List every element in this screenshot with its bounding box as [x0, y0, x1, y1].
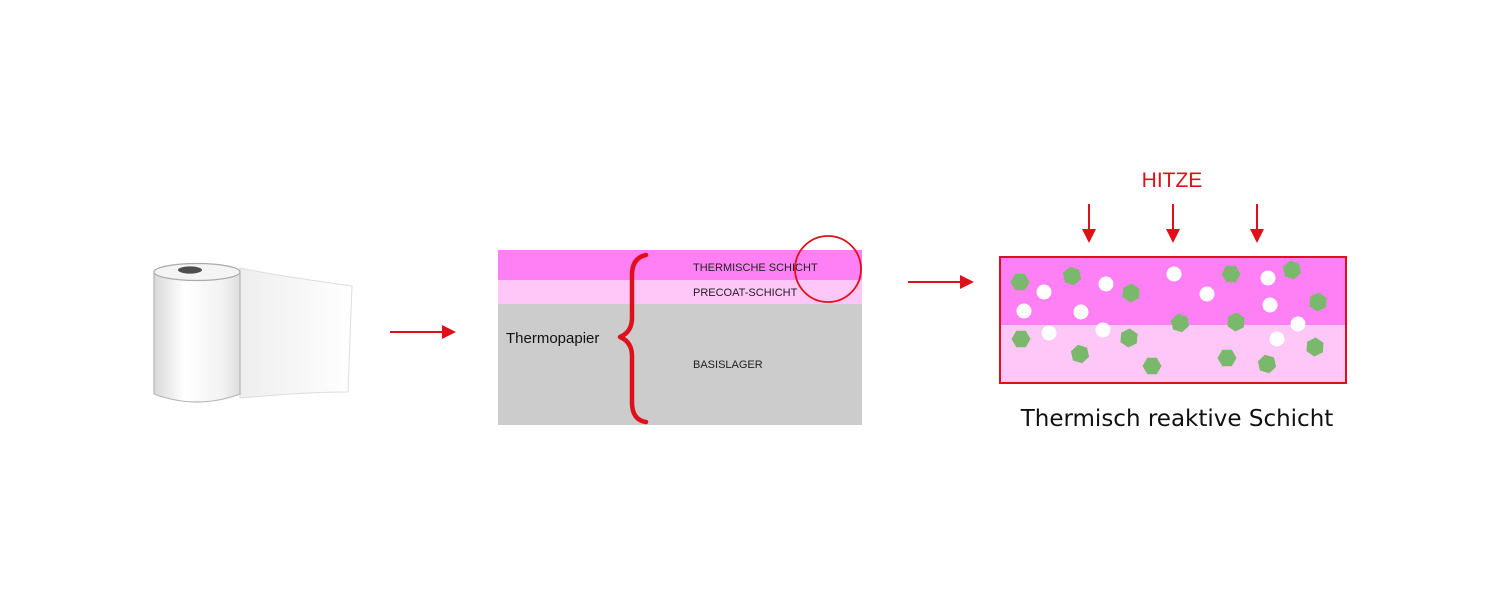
- layer-stack: THERMISCHE SCHICHT PRECOAT-SCHICHT BASIS…: [498, 235, 862, 425]
- arrow-down-icon: [1166, 204, 1180, 243]
- base-layer: [498, 304, 862, 425]
- green-particle: [1011, 330, 1031, 348]
- white-particle: [1016, 303, 1032, 319]
- green-particle: [1170, 313, 1190, 333]
- white-particle: [1262, 297, 1278, 313]
- reactive-caption: Thermisch reaktive Schicht: [1020, 406, 1334, 432]
- white-particle: [1260, 270, 1276, 286]
- arrow-down-icon: [1250, 204, 1264, 243]
- green-particle: [1120, 328, 1138, 348]
- green-particle: [1309, 292, 1327, 312]
- white-particle: [1098, 276, 1114, 292]
- curly-brace: [617, 252, 649, 425]
- arrow-right-icon: [390, 325, 456, 339]
- zoom-circle-icon: [794, 235, 862, 303]
- green-particle: [1142, 357, 1162, 375]
- thermal-layer: [498, 250, 862, 280]
- reactive-layer-box: [999, 256, 1347, 384]
- arrow-right-icon: [908, 275, 974, 289]
- green-particle: [1217, 349, 1237, 367]
- white-particle: [1166, 266, 1182, 282]
- white-particle: [1290, 316, 1306, 332]
- green-particle: [1221, 265, 1241, 283]
- particles: [1010, 260, 1327, 375]
- precoat-layer-label: PRECOAT-SCHICHT: [693, 287, 798, 299]
- white-particle: [1036, 284, 1052, 300]
- white-particle: [1199, 286, 1215, 302]
- arrow-down-icon: [1082, 204, 1096, 243]
- base-layer-label: BASISLAGER: [693, 359, 763, 371]
- precoat-layer: [498, 280, 862, 304]
- thermopapier-label: Thermopapier: [506, 330, 599, 347]
- white-particle: [1269, 331, 1285, 347]
- green-particle: [1122, 283, 1140, 303]
- green-particle: [1306, 337, 1324, 357]
- green-particle: [1010, 273, 1030, 291]
- heat-label: HITZE: [1142, 169, 1203, 192]
- white-particle: [1041, 325, 1057, 341]
- green-particle: [1062, 266, 1082, 286]
- green-particle: [1070, 344, 1090, 364]
- green-particle: [1227, 312, 1245, 332]
- paper-roll-icon: [153, 262, 353, 403]
- thermal-layer-label: THERMISCHE SCHICHT: [693, 262, 818, 274]
- white-particle: [1073, 304, 1089, 320]
- green-particle: [1257, 354, 1277, 374]
- green-particle: [1282, 260, 1302, 280]
- white-particle: [1095, 322, 1111, 338]
